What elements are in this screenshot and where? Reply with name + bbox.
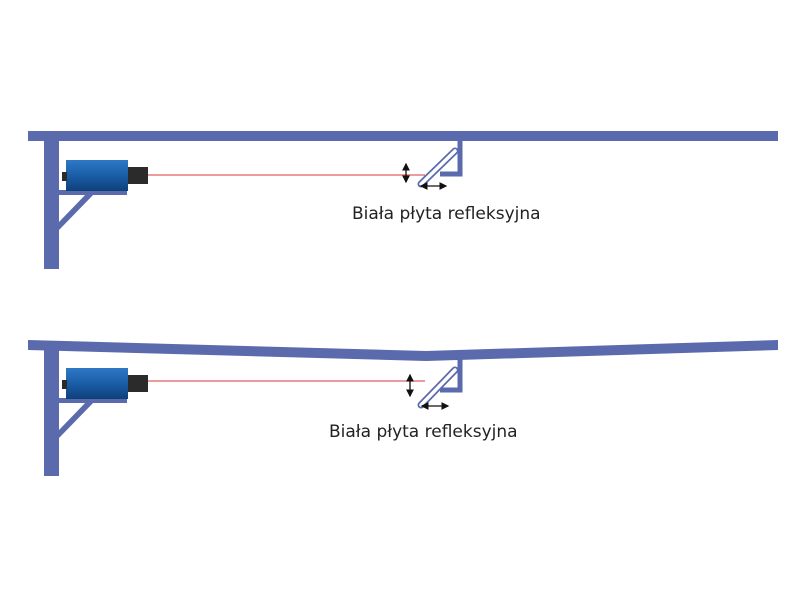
reflective-plate-label: Biała płyta refleksyjna (352, 204, 541, 224)
laser-sensor (62, 160, 148, 191)
ceiling-beam (28, 131, 778, 141)
laser-sensor (62, 368, 148, 399)
wall-post (44, 141, 59, 269)
plate-mount-bracket (440, 356, 463, 393)
plate-mount-bracket (440, 141, 463, 177)
diagram-deflected-ceiling: Biała płyta refleksyjna (28, 340, 778, 476)
reflective-plate-label: Biała płyta refleksyjna (329, 422, 518, 442)
diagram-flat-ceiling: Biała płyta refleksyjna (28, 131, 778, 269)
deflected-ceiling-beam (28, 340, 778, 361)
wall-post (44, 350, 59, 476)
bracket-brace (59, 400, 96, 438)
bracket-brace (59, 192, 96, 230)
